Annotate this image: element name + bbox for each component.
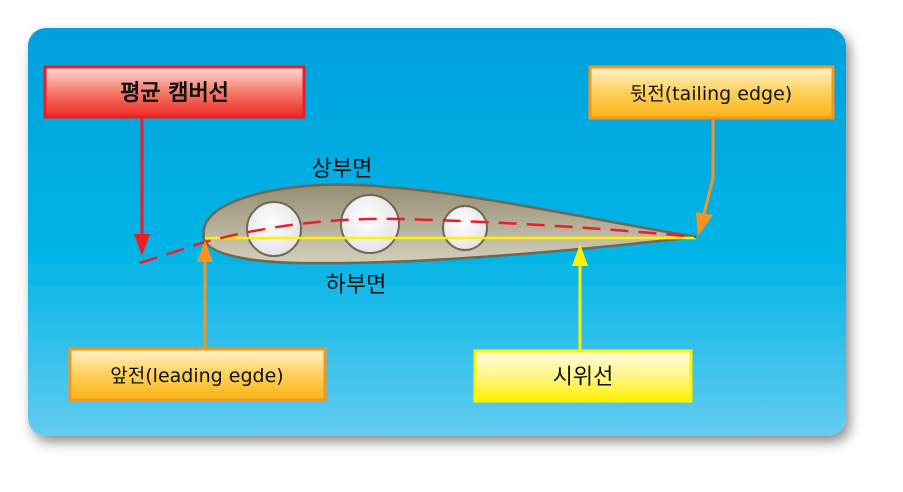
leading-edge-label-box <box>68 347 327 402</box>
mean-camber-line-label: 평균 캠버선 <box>120 81 229 106</box>
leading-edge-arrowhead-icon <box>197 240 213 262</box>
chord-arrowhead-icon <box>572 244 588 266</box>
lower-surface-label: 하부면 <box>326 273 387 298</box>
chord-line-label-box <box>473 349 693 403</box>
trailing-edge-arrowhead-icon <box>696 212 713 236</box>
chord-line-label: 시위선 <box>553 365 614 390</box>
mean-camber-line <box>139 217 697 265</box>
mean-camber-line-label-box <box>43 65 306 119</box>
lightening-hole <box>340 194 400 254</box>
camber-arrowhead-icon <box>134 234 150 256</box>
lightening-hole <box>442 205 488 251</box>
trailing-edge-pointer-line <box>701 119 715 219</box>
upper-surface-label: 상부면 <box>312 157 373 182</box>
trailing-edge-label: 뒷전(tailing edge) <box>630 83 792 105</box>
trailing-edge-label-box <box>588 65 835 120</box>
lightening-hole <box>246 201 302 257</box>
leading-edge-label: 앞전(leading egde) <box>110 365 283 387</box>
